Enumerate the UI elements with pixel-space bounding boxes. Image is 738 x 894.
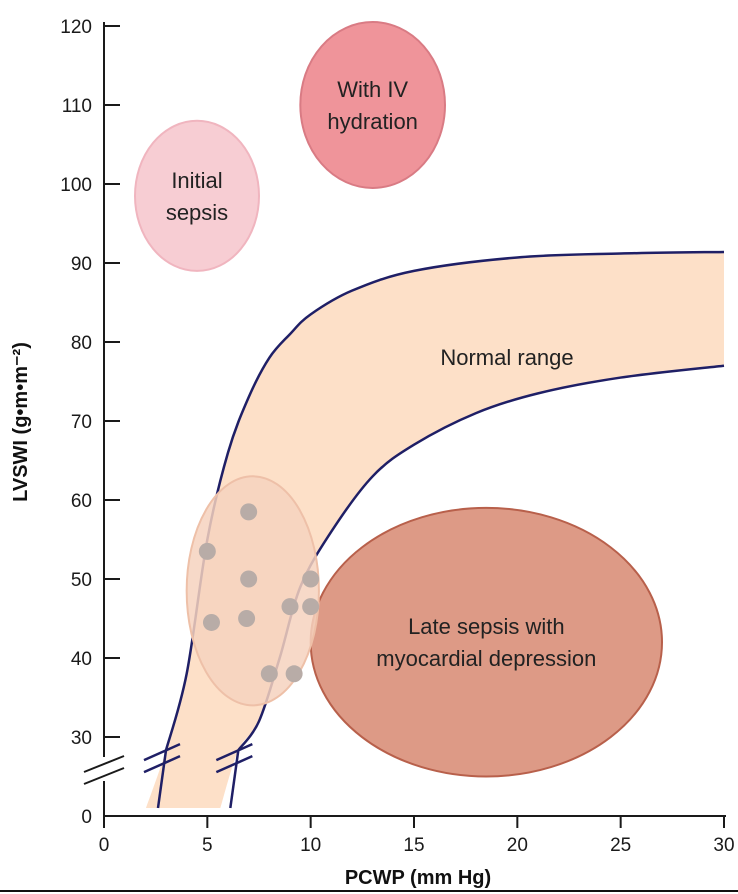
points-layer — [198, 503, 320, 683]
late-sepsis-label-line: Late sepsis with — [408, 614, 565, 639]
cluster-overlap-region — [185, 475, 320, 707]
y-tick-label: 30 — [71, 728, 92, 749]
late-sepsis-region — [309, 506, 664, 778]
iv-hydration-label-line: With IV — [337, 77, 408, 102]
y-tick-label: 60 — [71, 491, 92, 512]
x-tick-label: 30 — [713, 835, 734, 856]
data-point — [240, 570, 258, 588]
lower-curve-tail — [229, 749, 240, 809]
curve-break-mark — [143, 755, 181, 774]
y-tick-label: 110 — [62, 96, 92, 117]
y-tick-label: 40 — [71, 649, 92, 670]
data-point — [260, 665, 278, 683]
y-tick-label: 80 — [71, 333, 92, 354]
data-point — [202, 613, 220, 631]
y-tick-label: 100 — [60, 175, 92, 196]
regions-layer — [134, 21, 446, 272]
x-tick-label: 5 — [202, 835, 213, 856]
overlap-layer — [185, 475, 320, 707]
x-tick-label: 20 — [507, 835, 528, 856]
data-point — [238, 610, 256, 627]
x-tick-label: 25 — [610, 835, 631, 856]
y-tick-label: 0 — [81, 807, 92, 828]
bottom-rule — [0, 890, 738, 892]
x-tick-label: 15 — [403, 835, 424, 856]
initial-sepsis-label-line: sepsis — [166, 200, 228, 225]
y-tick-label: 120 — [60, 17, 92, 38]
initial-sepsis-label-line: Initial — [171, 168, 222, 193]
data-point — [281, 598, 299, 616]
normal-range-label: Normal range — [440, 345, 573, 370]
curve-break-mark — [215, 743, 253, 762]
initial-sepsis-region — [134, 119, 260, 272]
y-tick-label: 90 — [71, 254, 92, 275]
y-axis-break-mark — [83, 767, 125, 785]
iv-hydration-region — [299, 21, 446, 189]
data-point — [198, 542, 216, 560]
x-tick-label: 0 — [99, 835, 110, 856]
y-axis-break-mark — [83, 755, 125, 773]
y-axis-title: LVSWI (g•m•m⁻²) — [10, 342, 32, 502]
curve-break-mark — [215, 755, 253, 774]
data-point — [240, 503, 258, 521]
data-point — [302, 598, 320, 616]
y-tick-label: 50 — [71, 570, 92, 591]
axes-layer: 0 30 40 50 60 70 80 90 100 110 120 0 5 10 15 20 25 30 — [60, 17, 734, 856]
curve-break-mark — [143, 743, 181, 762]
normal-range-band — [146, 251, 724, 808]
x-axis-title: PCWP (mm Hg) — [345, 867, 491, 889]
iv-hydration-label-line: hydration — [327, 109, 418, 134]
x-tick-label: 10 — [300, 835, 321, 856]
y-tick-label: 70 — [71, 412, 92, 433]
upper-curve-tail — [156, 749, 168, 809]
late-sepsis-label-line: myocardial depression — [376, 646, 596, 671]
data-point — [302, 570, 320, 588]
data-point — [285, 665, 303, 683]
